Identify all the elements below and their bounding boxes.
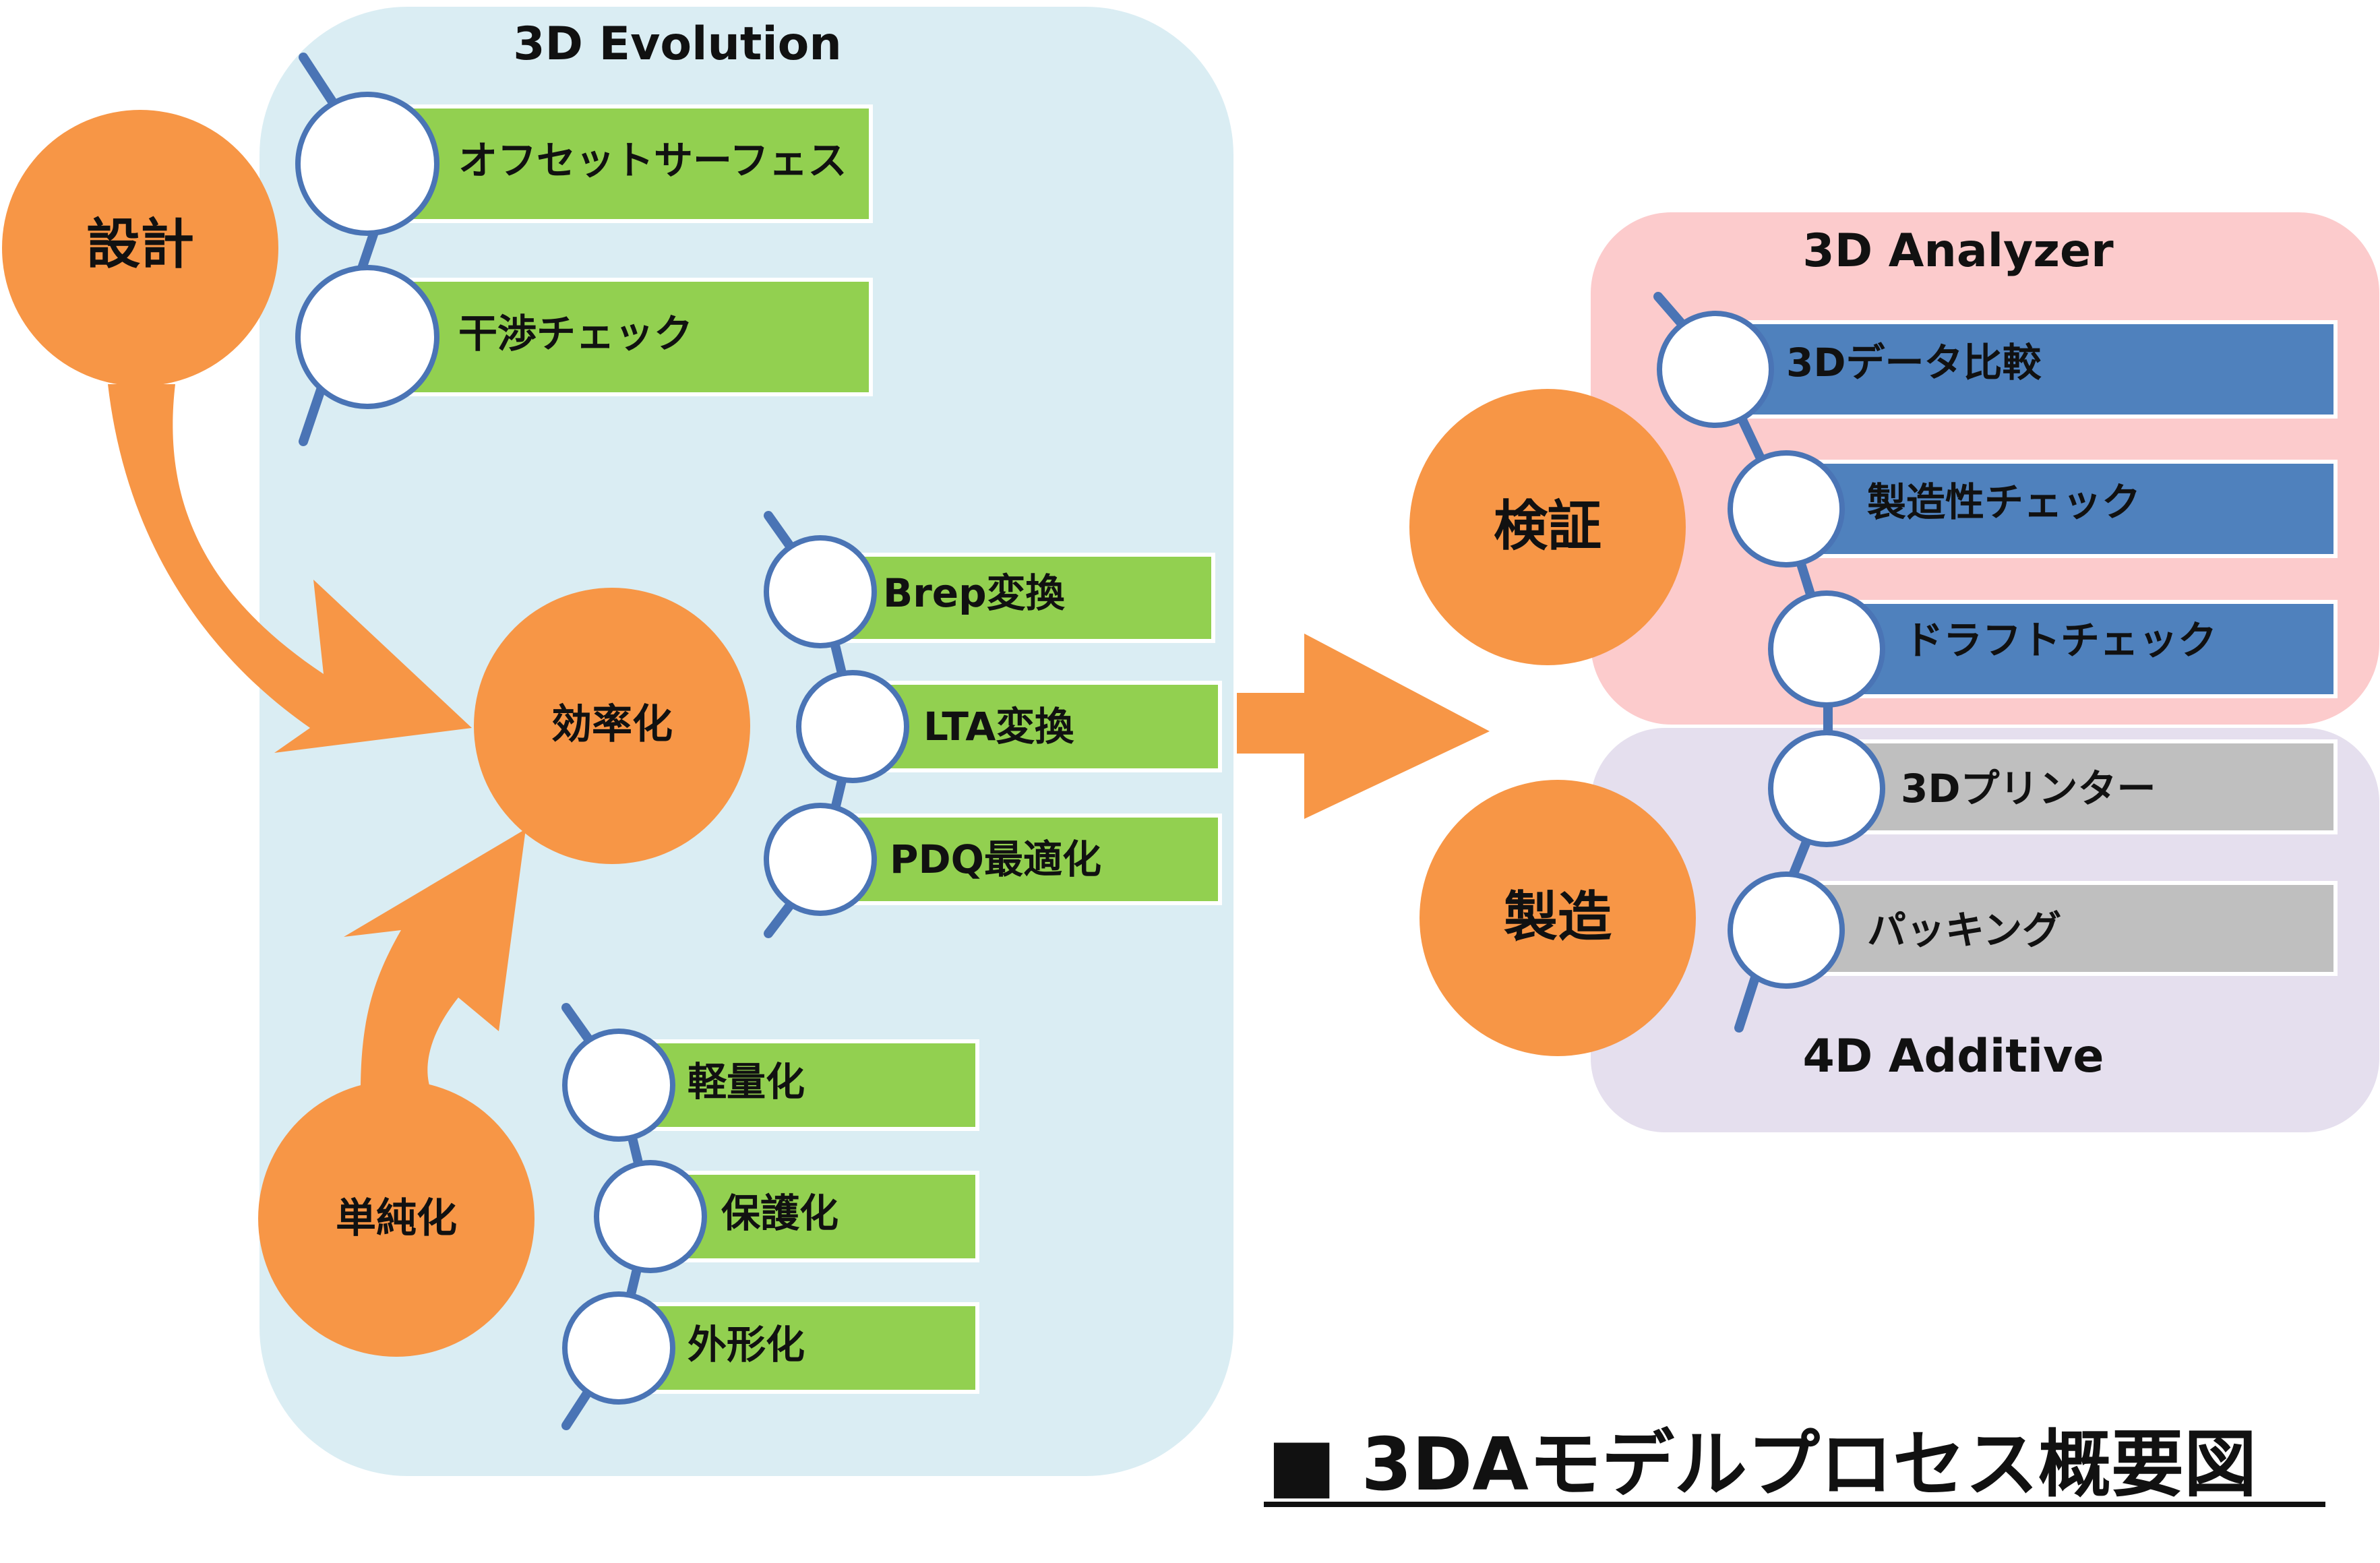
design-circle [2, 110, 278, 386]
additive-items-group: 3Dプリンター パッキング [1728, 730, 2338, 989]
list-item-label: LTA変換 [923, 704, 1074, 749]
list-item-label: 外形化 [688, 1322, 805, 1368]
verify-circle [1409, 389, 1686, 665]
manufacture-circle [1420, 780, 1696, 1056]
additive-title: 4D Additive [1803, 1030, 2104, 1083]
ring-icon [1728, 450, 1845, 568]
design-to-efficiency-arrow [108, 384, 472, 753]
list-item [1784, 460, 2338, 558]
list-item-label: オフセットサーフェス [458, 137, 847, 183]
ring-icon [295, 265, 439, 409]
simplify-label: 単純化 [336, 1195, 457, 1242]
list-item [824, 814, 1222, 905]
list-item [1713, 320, 2338, 419]
list-item-label: 3Dプリンター [1901, 766, 2156, 811]
efficiency-circle [474, 588, 750, 864]
list-item-label: 製造性チェック [1867, 479, 2141, 525]
simplify-circle [258, 1080, 535, 1357]
ring-icon [1768, 730, 1885, 847]
ring-icon [764, 803, 877, 916]
list-item-label: パッキング [1867, 907, 2061, 953]
ring-icon [562, 1291, 675, 1405]
figure-caption: ■ 3DAモデルプロセス概要図 [1267, 1423, 2257, 1507]
list-item-label: 干渉チェック [458, 311, 693, 357]
manufacture-label: 製造 [1504, 886, 1612, 948]
list-item [375, 104, 873, 223]
list-item-label: 3Dデータ比較 [1786, 340, 2042, 386]
evolution-to-analyzer-arrow [1237, 634, 1490, 819]
design-items-group: オフセットサーフェス 干渉チェック [295, 53, 873, 446]
evolution-title: 3D Evolution [513, 18, 842, 71]
ring-icon [796, 670, 909, 783]
list-item [1825, 600, 2338, 698]
list-item-label: 保護化 [721, 1190, 838, 1236]
efficiency-label: 効率化 [551, 701, 673, 748]
ring-icon [1657, 311, 1774, 428]
ring-icon [295, 92, 439, 236]
list-item-label: PDQ最適化 [890, 836, 1101, 882]
analyzer-title: 3D Analyzer [1802, 224, 2114, 278]
list-item [1784, 881, 2338, 976]
simplify-items-group: 軽量化 保護化 外形化 [561, 1003, 979, 1430]
verify-label: 検証 [1494, 495, 1601, 557]
analyzer-items-group: 3Dデータ比較 製造性チェック ドラフトチェック [1657, 311, 2338, 708]
simplify-to-efficiency-arrow [344, 829, 526, 1092]
list-item-label: 軽量化 [688, 1059, 805, 1105]
list-item [1825, 739, 2338, 834]
list-item [618, 1039, 979, 1131]
list-item-label: ドラフトチェック [1904, 617, 2217, 663]
list-item [824, 553, 1215, 643]
ring-icon [1768, 590, 1885, 708]
ring-icon [562, 1029, 675, 1142]
design-label: 設計 [86, 213, 194, 276]
ring-icon [1728, 871, 1845, 989]
list-item-label: Brep変換 [883, 570, 1066, 616]
efficiency-items-group: Brep変換 LTA変換 PDQ最適化 [764, 511, 1222, 938]
ring-icon [764, 535, 877, 648]
ring-icon [594, 1160, 707, 1273]
